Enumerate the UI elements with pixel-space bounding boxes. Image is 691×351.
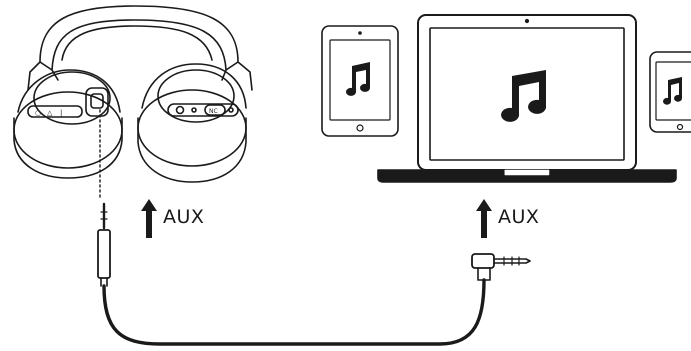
up-arrow-icon <box>476 199 492 238</box>
music-note-icon <box>663 77 682 105</box>
tablet-left <box>322 26 398 136</box>
straight-aux-plug <box>98 204 110 286</box>
aux-cable <box>104 280 484 344</box>
left-button-1: ○ <box>35 109 41 117</box>
laptop <box>378 15 676 182</box>
nc-button-label: NC <box>209 108 218 115</box>
right-earcup: NC <box>138 64 246 182</box>
left-button-2: △ <box>47 109 53 117</box>
aux-label-left: AUX <box>163 206 204 228</box>
headband <box>40 6 238 70</box>
up-arrow-icon <box>141 199 157 238</box>
left-button-3: | <box>60 109 62 117</box>
right-yoke <box>222 62 252 90</box>
left-earcup: ○ △ | <box>14 70 122 178</box>
music-note-icon <box>346 62 370 96</box>
tablet-right <box>650 52 691 132</box>
right-angle-aux-plug <box>472 254 530 280</box>
headband-inner <box>62 26 212 60</box>
music-note-icon <box>501 70 546 122</box>
headphones: ○ △ | NC <box>14 6 252 198</box>
aux-label-right: AUX <box>498 206 539 228</box>
